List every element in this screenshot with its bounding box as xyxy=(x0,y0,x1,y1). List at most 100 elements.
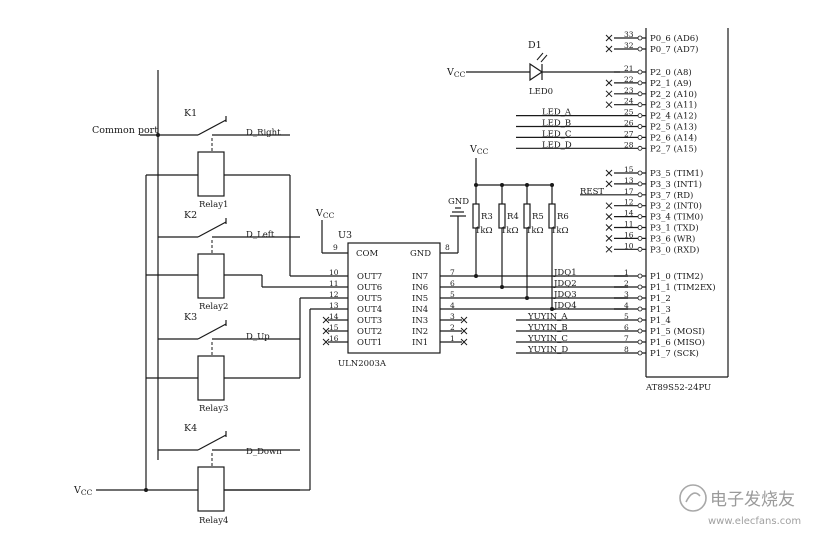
uln-left-pin-number: 11 xyxy=(329,279,339,288)
mcu-pin-name: P1_3 xyxy=(650,305,671,315)
uln-left-pin-number: 12 xyxy=(329,290,339,299)
net-label: REST xyxy=(580,187,604,197)
mcu-pin-name: P1_5 (MOSI) xyxy=(650,326,705,337)
svg-text:LED0: LED0 xyxy=(529,87,553,97)
at89s52-chip: AT89S52-24PU xyxy=(645,28,729,393)
svg-text:K1: K1 xyxy=(184,108,197,119)
led-d1: VCC D1 LED0 xyxy=(446,40,620,97)
mcu-pin-name: P1_6 (MISO) xyxy=(650,337,705,348)
elecfans-watermark: 电子发烧友 www.elecfans.com xyxy=(679,484,801,527)
svg-text:ULN2003A: ULN2003A xyxy=(338,359,387,369)
mcu-pin-name: P3_6 (WR) xyxy=(650,233,695,244)
mcu-pin-number: 8 xyxy=(624,345,629,354)
svg-text:8: 8 xyxy=(445,243,450,252)
resistor-value: 1kΩ xyxy=(501,226,519,236)
resistor-ref: R3 xyxy=(481,212,493,222)
resistor-body xyxy=(498,203,506,229)
mcu-pin-name: P1_0 (TIM2) xyxy=(650,271,703,282)
svg-text:9: 9 xyxy=(333,243,338,252)
mcu-pin-number: 33 xyxy=(624,30,634,39)
svg-text:GND: GND xyxy=(448,197,469,207)
net-label: YUYIN_D xyxy=(527,345,568,355)
common-port-label: Common port xyxy=(92,125,158,136)
mcu-pin-number: 13 xyxy=(624,176,634,185)
net-label: LED_B xyxy=(542,119,571,129)
svg-text:Relay2: Relay2 xyxy=(199,302,228,312)
mcu-pin-name: P3_4 (TIM0) xyxy=(650,212,703,223)
mcu-pin-name: P0_7 (AD7) xyxy=(650,44,698,55)
mcu-pin-name: P3_3 (INT1) xyxy=(650,179,702,190)
uln-right-pin-name: IN3 xyxy=(412,316,428,326)
net-label: JDQ2 xyxy=(553,279,577,289)
resistor-ref: R5 xyxy=(532,212,544,222)
resistor-body xyxy=(548,203,556,229)
net-label: YUYIN_C xyxy=(527,334,568,344)
mcu-pin-number: 28 xyxy=(624,140,634,149)
uln-right-pin-name: IN4 xyxy=(412,305,428,315)
net-label: YUYIN_A xyxy=(527,312,568,322)
resistor-value: 1kΩ xyxy=(551,226,569,236)
svg-text:Relay4: Relay4 xyxy=(199,516,228,526)
mcu-pin-number: 16 xyxy=(624,230,634,239)
uln-left-pin-number: 13 xyxy=(329,301,339,310)
mcu-pin-number: 15 xyxy=(624,165,634,174)
relay-3: K3 D_Up Relay3 xyxy=(146,312,300,414)
mcu-pin-name: P1_4 xyxy=(650,316,671,326)
mcu-pin-number: 21 xyxy=(624,64,634,73)
uln-left-pin-number: 15 xyxy=(329,323,339,332)
mcu-pin-name: P3_7 (RD) xyxy=(650,190,693,201)
mcu-pin-name: P2_0 (A8) xyxy=(650,67,692,78)
vcc-bottom-label: VCC xyxy=(73,485,93,497)
svg-text:GND: GND xyxy=(410,249,431,259)
uln-right-pin-name: IN5 xyxy=(412,294,428,304)
svg-text:D_Right: D_Right xyxy=(246,128,281,138)
relay-2: K2 D_Left Relay2 xyxy=(146,210,300,312)
mcu-pin-number: 12 xyxy=(624,198,634,207)
uln-right-pin-name: IN6 xyxy=(412,283,428,293)
uln-left-pin-name: OUT6 xyxy=(357,283,382,293)
uln-left-pin-name: OUT2 xyxy=(357,327,382,337)
mcu-pin-number: 7 xyxy=(624,334,629,343)
uln-left-pin-name: OUT5 xyxy=(357,294,382,304)
uln-right-pin-number: 3 xyxy=(450,312,455,321)
mcu-pin-name: P2_6 (A14) xyxy=(650,132,697,143)
uln-left-pin-name: OUT7 xyxy=(357,272,382,282)
svg-text:D_Left: D_Left xyxy=(246,230,275,240)
mcu-pin-number: 26 xyxy=(624,119,634,128)
uln-left-pin-name: OUT4 xyxy=(357,305,382,315)
vcc-pullup-label: VCC xyxy=(469,144,489,156)
uln-left-pin-number: 14 xyxy=(329,312,339,321)
mcu-pin-number: 22 xyxy=(624,75,634,84)
mcu-pin-name: P2_4 (A12) xyxy=(650,111,697,122)
net-label: JDQ1 xyxy=(553,268,577,278)
uln-pins: OUT710OUT611OUT512OUT413OUT314OUT215OUT1… xyxy=(322,268,628,348)
resistor-body xyxy=(523,203,531,229)
mcu-pin-name: P3_5 (TIM1) xyxy=(650,168,703,179)
mcu-pin-name: P0_6 (AD6) xyxy=(650,33,698,44)
svg-text:AT89S52-24PU: AT89S52-24PU xyxy=(645,383,711,393)
net-label: JDQ4 xyxy=(553,301,577,311)
net-label: LED_C xyxy=(542,129,571,139)
mcu-pin-name: P1_7 (SCK) xyxy=(650,348,699,359)
svg-text:Relay3: Relay3 xyxy=(199,404,228,414)
uln-right-pin-name: IN1 xyxy=(412,338,428,348)
uln-right-pin-number: 4 xyxy=(450,301,455,310)
uln-right-pin-number: 6 xyxy=(450,279,455,288)
mcu-pin-name: P2_1 (A9) xyxy=(650,78,692,89)
svg-text:COM: COM xyxy=(356,249,378,259)
mcu-pin-name: P2_5 (A13) xyxy=(650,122,697,133)
mcu-pin-name: P2_3 (A11) xyxy=(650,100,697,111)
vcc-led-label: VCC xyxy=(446,67,466,79)
mcu-pin-name: P3_1 (TXD) xyxy=(650,223,699,234)
mcu-pin-number: 23 xyxy=(624,86,634,95)
mcu-pin-name: P3_2 (INT0) xyxy=(650,201,702,212)
net-label: LED_D xyxy=(542,140,572,150)
mcu-pin-name: P3_0 (RXD) xyxy=(650,244,699,255)
mcu-pin-number: 14 xyxy=(624,209,634,218)
svg-text:Relay1: Relay1 xyxy=(199,200,228,210)
mcu-pin-number: 6 xyxy=(624,323,629,332)
uln-left-pin-number: 10 xyxy=(329,268,339,277)
